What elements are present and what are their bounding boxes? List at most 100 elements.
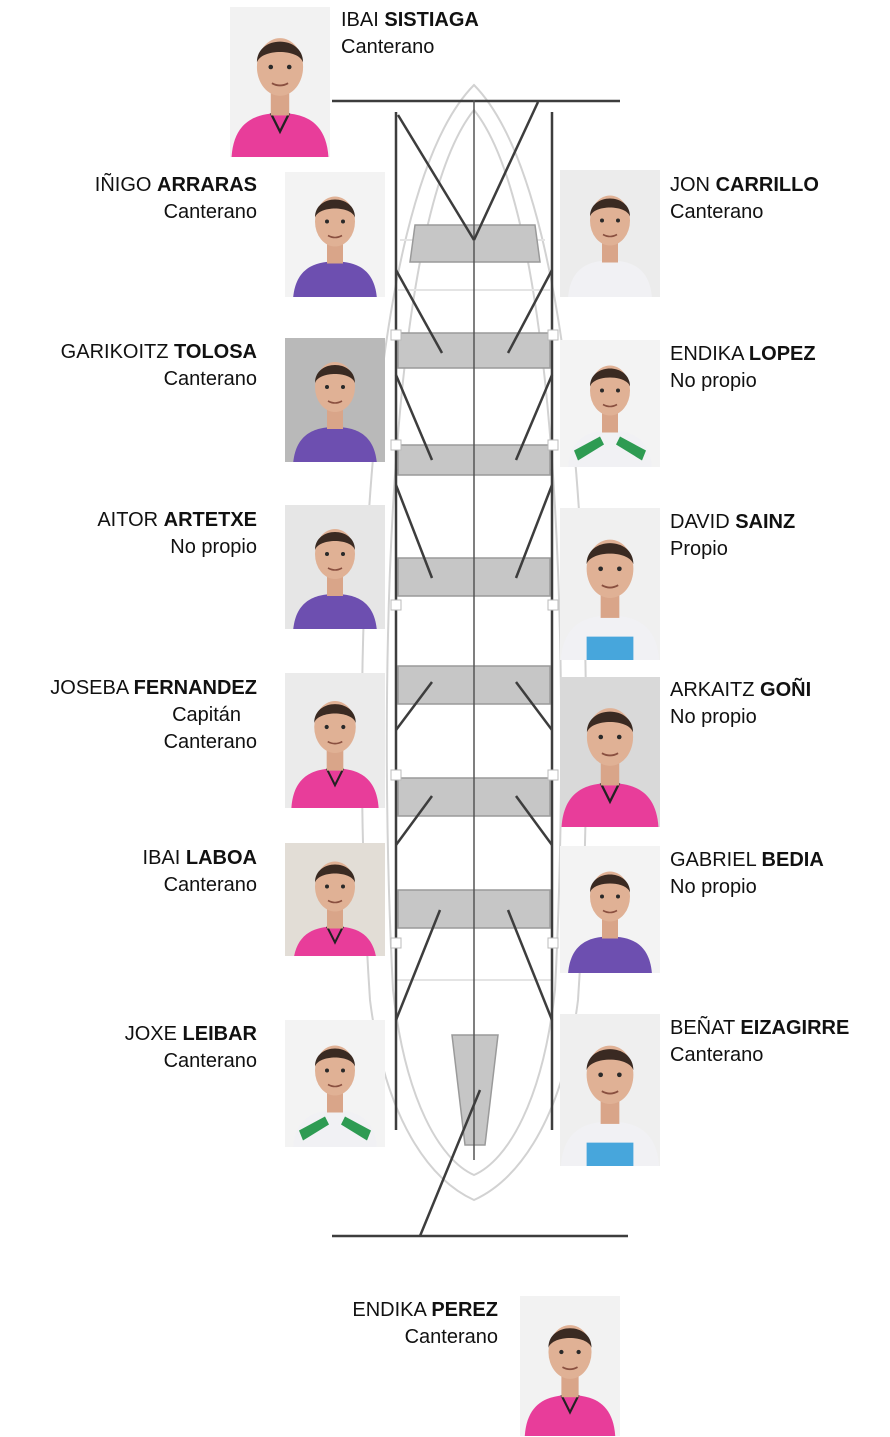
hair bbox=[315, 365, 355, 383]
hull-outline bbox=[360, 83, 588, 1202]
photo-r6-left bbox=[285, 1020, 385, 1147]
portrait-drawing bbox=[560, 846, 660, 973]
last-name: LEIBAR bbox=[182, 1023, 257, 1045]
first-name: IBAI bbox=[341, 9, 379, 31]
role: Propio bbox=[670, 538, 728, 560]
first-name: ENDIKA bbox=[352, 1299, 426, 1321]
photo-r5-right bbox=[560, 846, 660, 973]
role: Capitán bbox=[172, 704, 241, 726]
seat-1 bbox=[409, 224, 541, 263]
photo-r5-left bbox=[285, 843, 385, 956]
role: Canterano bbox=[404, 1326, 498, 1348]
portrait-drawing bbox=[560, 340, 660, 467]
last-name: TOLOSA bbox=[174, 341, 257, 363]
role: Canterano bbox=[163, 201, 257, 223]
last-name: ARTETXE bbox=[163, 509, 257, 531]
label-patron: IBAI SISTIAGA Canterano bbox=[341, 7, 479, 61]
last-name: ARRARAS bbox=[157, 174, 257, 196]
label-r6-left: JOXE LEIBAR Canterano bbox=[125, 1021, 257, 1075]
hair bbox=[314, 704, 356, 723]
label-r6-right: BEÑAT EIZAGIRRE Canterano bbox=[670, 1015, 849, 1069]
label-proel: ENDIKA PEREZ Canterano bbox=[352, 1297, 498, 1351]
jersey bbox=[568, 936, 652, 973]
label-r2-right: ENDIKA LOPEZ No propio bbox=[670, 341, 816, 395]
portrait-drawing bbox=[285, 338, 385, 462]
jersey bbox=[568, 260, 652, 297]
role: No propio bbox=[670, 876, 757, 898]
last-name: PEREZ bbox=[431, 1299, 498, 1321]
last-name: GOÑI bbox=[760, 679, 812, 701]
last-name: FERNANDEZ bbox=[133, 677, 257, 699]
photo-r1-left bbox=[285, 172, 385, 297]
portrait-drawing bbox=[560, 677, 660, 827]
first-name: IBAI bbox=[142, 847, 181, 869]
label-r3-right: DAVID SAINZ Propio bbox=[670, 509, 795, 563]
photo-r6-right bbox=[560, 1014, 660, 1166]
first-name: IÑIGO bbox=[94, 174, 152, 196]
portrait-drawing bbox=[285, 505, 385, 629]
label-r2-left: GARIKOITZ TOLOSA Canterano bbox=[61, 339, 257, 393]
hair bbox=[315, 199, 355, 218]
label-r4-left: JOSEBA FERNANDEZ Capitán Canterano bbox=[50, 675, 257, 756]
role: No propio bbox=[170, 536, 257, 558]
photo-r2-right bbox=[560, 340, 660, 467]
hair bbox=[590, 368, 630, 387]
label-r1-left: IÑIGO ARRARAS Canterano bbox=[95, 172, 257, 226]
last-name: SISTIAGA bbox=[384, 9, 479, 31]
jersey bbox=[231, 113, 329, 157]
role: Canterano bbox=[163, 1050, 257, 1072]
role: Canterano bbox=[670, 201, 764, 223]
hair bbox=[548, 1328, 592, 1348]
photo-r3-right bbox=[560, 508, 660, 660]
last-name: LABOA bbox=[185, 847, 257, 869]
role: Canterano bbox=[163, 368, 257, 390]
portrait-drawing bbox=[230, 7, 330, 157]
jersey bbox=[291, 768, 379, 808]
role: Canterano bbox=[163, 731, 257, 753]
hair bbox=[590, 874, 630, 893]
label-r1-right: JON CARRILLO Canterano bbox=[670, 172, 819, 226]
stern-seat bbox=[451, 1034, 499, 1146]
last-name: BEDIA bbox=[761, 849, 824, 871]
first-name: ARKAITZ bbox=[670, 679, 755, 701]
last-name: EIZAGIRRE bbox=[740, 1017, 850, 1039]
photo-r3-left bbox=[285, 505, 385, 629]
hair bbox=[586, 711, 634, 733]
role: No propio bbox=[670, 370, 757, 392]
hair bbox=[315, 532, 355, 550]
photo-r1-right bbox=[560, 170, 660, 297]
photo-r2-left bbox=[285, 338, 385, 462]
portrait-drawing bbox=[285, 1020, 385, 1147]
label-r3-left: AITOR ARTETXE No propio bbox=[97, 507, 257, 561]
role: Canterano bbox=[670, 1044, 764, 1066]
portrait-drawing bbox=[520, 1296, 620, 1436]
hair bbox=[256, 41, 304, 63]
first-name: BEÑAT bbox=[670, 1017, 735, 1039]
photo-proel bbox=[520, 1296, 620, 1436]
first-name: GARIKOITZ bbox=[60, 341, 169, 363]
first-name: DAVID bbox=[670, 511, 730, 533]
last-name: SAINZ bbox=[735, 511, 796, 533]
jersey bbox=[293, 427, 377, 462]
hair bbox=[586, 1049, 634, 1071]
jersey bbox=[561, 783, 659, 827]
portrait-drawing bbox=[560, 1014, 660, 1166]
portrait-drawing bbox=[560, 508, 660, 660]
last-name: LOPEZ bbox=[748, 343, 816, 365]
role: No propio bbox=[670, 706, 757, 728]
photo-patron bbox=[230, 7, 330, 157]
portrait-drawing bbox=[285, 673, 385, 808]
portrait-drawing bbox=[285, 843, 385, 956]
portrait-drawing bbox=[285, 172, 385, 297]
role: Canterano bbox=[341, 36, 435, 58]
jersey bbox=[568, 430, 652, 467]
first-name: JOSEBA bbox=[50, 677, 129, 699]
photo-r4-left bbox=[285, 673, 385, 808]
hair bbox=[590, 198, 630, 217]
jersey bbox=[293, 594, 377, 629]
first-name: AITOR bbox=[97, 509, 159, 531]
jersey bbox=[524, 1395, 616, 1436]
photo-r4-right bbox=[560, 677, 660, 827]
label-r4-right: ARKAITZ GOÑI No propio bbox=[670, 677, 811, 731]
